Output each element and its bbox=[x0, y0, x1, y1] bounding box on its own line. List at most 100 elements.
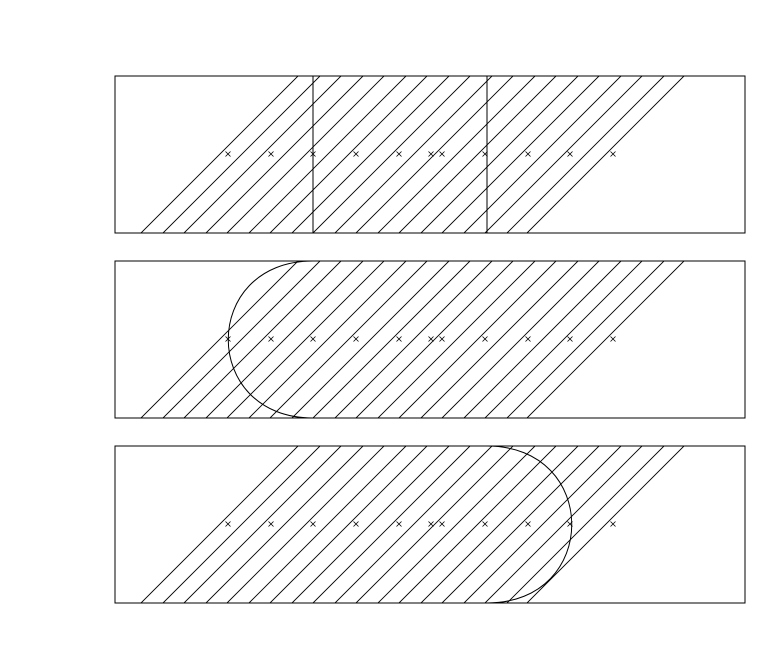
hatch-line bbox=[377, 261, 536, 418]
panel-frame bbox=[114, 75, 746, 234]
cross-marker bbox=[525, 521, 531, 527]
hatch-line bbox=[398, 446, 557, 603]
hatch-line bbox=[420, 76, 579, 233]
cross-marker bbox=[396, 336, 402, 342]
hatch-line bbox=[183, 261, 342, 418]
cross-marker bbox=[428, 151, 434, 157]
hatch-line bbox=[226, 76, 385, 233]
hatch-line bbox=[248, 446, 407, 603]
hatch-line bbox=[312, 76, 471, 233]
hatch-line bbox=[463, 261, 622, 418]
panel-2 bbox=[114, 260, 746, 419]
panel-3 bbox=[114, 445, 746, 604]
hatch-lines bbox=[140, 446, 685, 603]
hatch-line bbox=[420, 446, 579, 603]
hatch-line bbox=[312, 261, 471, 418]
hatch-line bbox=[183, 76, 342, 233]
hatch-line bbox=[140, 76, 299, 233]
hatch-line bbox=[526, 261, 685, 418]
hatch-line bbox=[291, 261, 450, 418]
hatch-line bbox=[291, 76, 450, 233]
hatch-line bbox=[526, 76, 685, 233]
cross-marker bbox=[428, 336, 434, 342]
cross-marker bbox=[268, 336, 274, 342]
hatch-line bbox=[506, 446, 665, 603]
hatch-lines bbox=[140, 261, 685, 418]
cross-marker bbox=[353, 521, 359, 527]
hatch-line bbox=[355, 76, 514, 233]
hatch-line bbox=[248, 261, 407, 418]
hatch-line bbox=[269, 261, 428, 418]
cross-marker bbox=[439, 336, 445, 342]
cross-marker bbox=[396, 151, 402, 157]
hatch-line bbox=[183, 446, 342, 603]
hatch-line bbox=[484, 261, 643, 418]
hatch-line bbox=[441, 76, 600, 233]
hatch-line bbox=[312, 446, 471, 603]
cross-marker bbox=[353, 151, 359, 157]
hatch-line bbox=[140, 261, 299, 418]
cross-marker bbox=[610, 521, 616, 527]
cross-marker bbox=[225, 521, 231, 527]
hatch-line bbox=[441, 261, 600, 418]
hatch-line bbox=[398, 261, 557, 418]
hatch-line bbox=[162, 446, 321, 603]
cross-marker bbox=[567, 151, 573, 157]
hatch-line bbox=[248, 76, 407, 233]
hatch-line bbox=[162, 261, 321, 418]
hatch-line bbox=[420, 261, 579, 418]
panel-frame bbox=[114, 260, 746, 419]
hatch-line bbox=[463, 446, 622, 603]
hatch-line bbox=[226, 446, 385, 603]
hatch-line bbox=[506, 76, 665, 233]
panel-1 bbox=[114, 75, 746, 234]
cross-marker bbox=[610, 151, 616, 157]
cross-marker bbox=[567, 336, 573, 342]
cross-marker bbox=[225, 336, 231, 342]
cross-marker bbox=[396, 521, 402, 527]
hatch-line bbox=[205, 261, 364, 418]
cross-marker bbox=[525, 336, 531, 342]
hatch-line bbox=[355, 446, 514, 603]
hatch-line bbox=[162, 76, 321, 233]
hatch-line bbox=[269, 76, 428, 233]
hatch-line bbox=[377, 76, 536, 233]
hatch-line bbox=[140, 446, 299, 603]
cross-marker bbox=[310, 521, 316, 527]
hatch-line bbox=[441, 446, 600, 603]
hatch-line bbox=[398, 76, 557, 233]
cross-marker bbox=[525, 151, 531, 157]
hatch-line bbox=[355, 261, 514, 418]
cross-marker bbox=[268, 521, 274, 527]
hatch-line bbox=[291, 446, 450, 603]
cross-marker bbox=[610, 336, 616, 342]
hatch-line bbox=[463, 76, 622, 233]
hatch-line bbox=[506, 261, 665, 418]
semicircle-arc bbox=[486, 445, 573, 604]
hatch-line bbox=[269, 446, 428, 603]
hatch-lines bbox=[140, 76, 685, 233]
cross-marker bbox=[482, 521, 488, 527]
cross-marker bbox=[567, 521, 573, 527]
hatch-line bbox=[526, 446, 685, 603]
hatch-line bbox=[377, 446, 536, 603]
cross-marker bbox=[310, 336, 316, 342]
hatch-line bbox=[334, 261, 493, 418]
panel-frame bbox=[114, 445, 746, 604]
cross-marker bbox=[428, 521, 434, 527]
hatch-line bbox=[334, 446, 493, 603]
cross-marker bbox=[225, 151, 231, 157]
cross-marker bbox=[310, 151, 316, 157]
cross-marker bbox=[439, 521, 445, 527]
cross-marker bbox=[268, 151, 274, 157]
hatch-line bbox=[334, 76, 493, 233]
hatch-line bbox=[205, 76, 364, 233]
cross-marker bbox=[482, 151, 488, 157]
cross-marker bbox=[439, 151, 445, 157]
cross-marker bbox=[353, 336, 359, 342]
hatch-line bbox=[205, 446, 364, 603]
hatch-line bbox=[484, 76, 643, 233]
hatch-line bbox=[226, 261, 385, 418]
hatch-line bbox=[484, 446, 643, 603]
